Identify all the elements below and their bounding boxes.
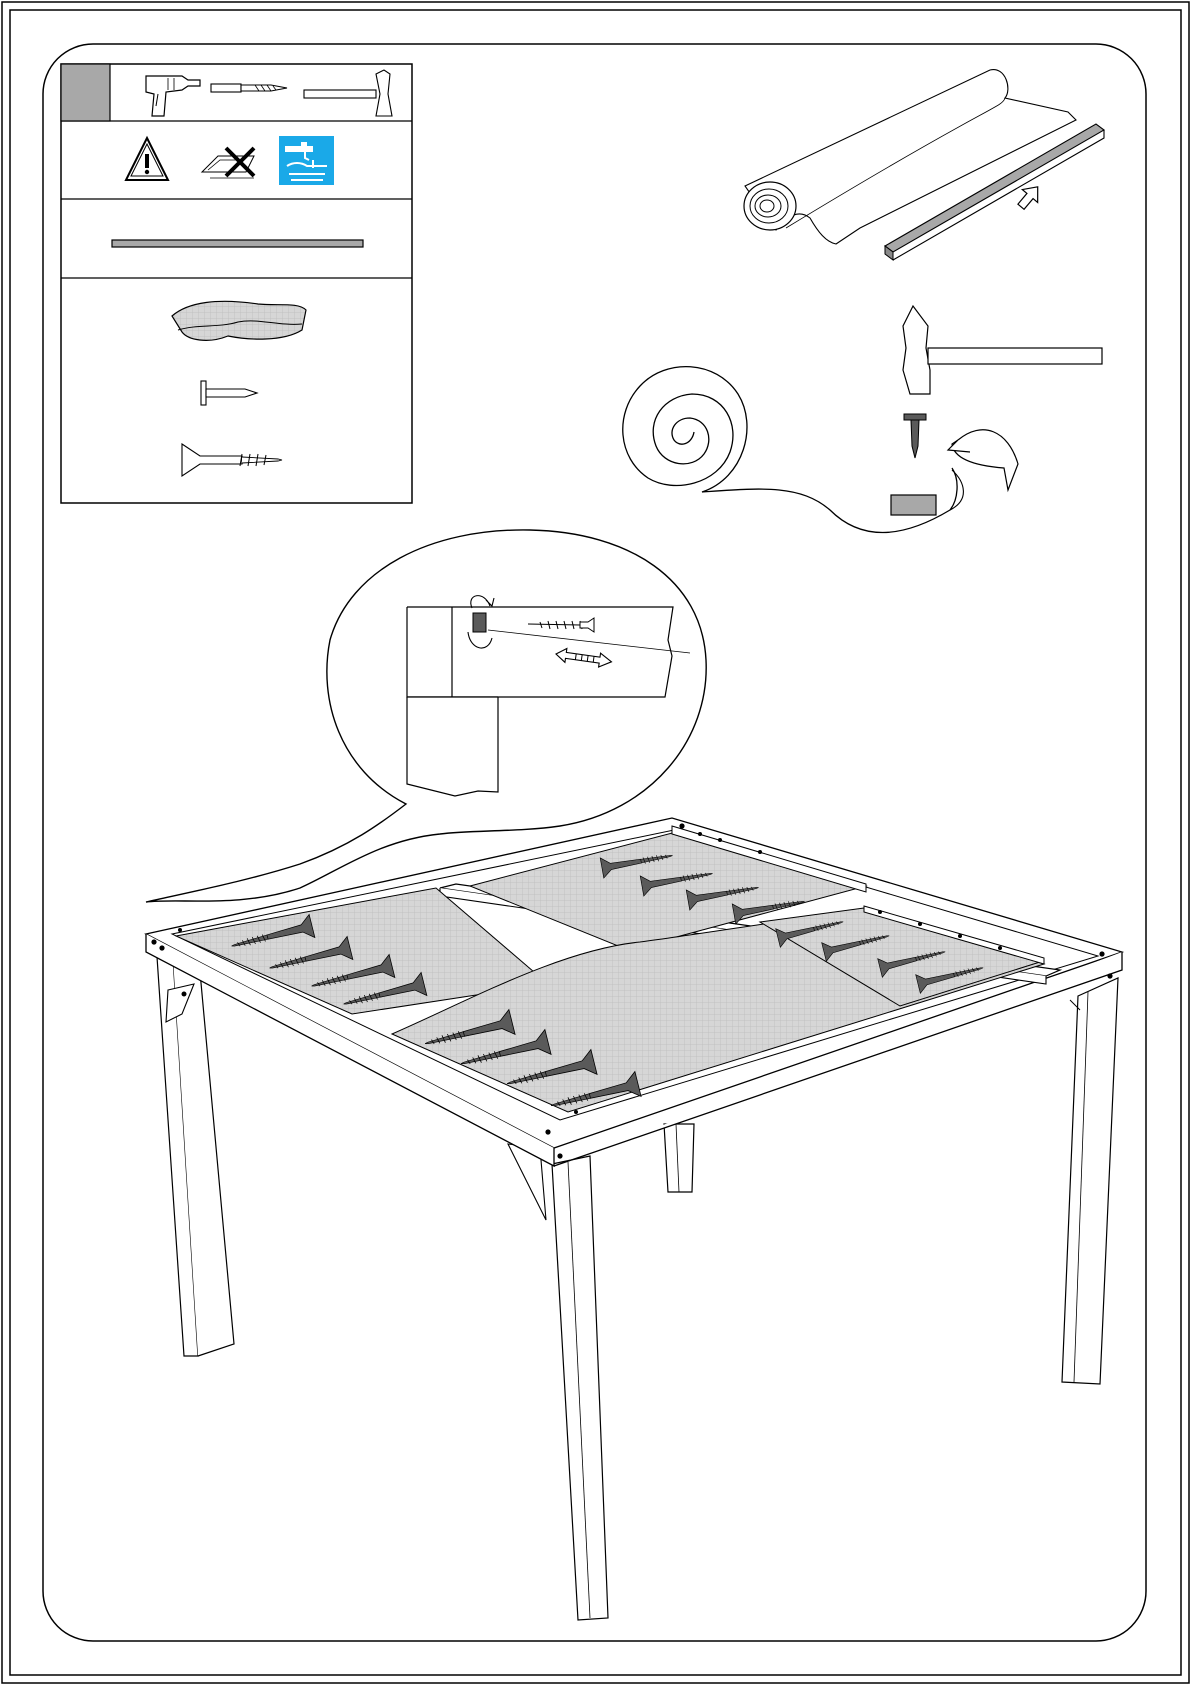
nail bbox=[904, 414, 926, 458]
water-icon bbox=[279, 136, 334, 185]
hammer bbox=[903, 306, 1102, 394]
felt-roll-step bbox=[744, 70, 1104, 260]
legend-box bbox=[61, 64, 412, 503]
frame-assembly bbox=[146, 818, 1122, 1620]
batten-strip bbox=[112, 240, 363, 247]
roofing-felt-roll bbox=[744, 70, 1076, 244]
nailing-step bbox=[623, 306, 1102, 533]
step-marker bbox=[61, 64, 110, 121]
rotate-arrow bbox=[948, 430, 1018, 490]
roofing-felt-sheet bbox=[172, 301, 306, 340]
wood-block bbox=[891, 495, 936, 515]
pointer-arrow bbox=[1013, 180, 1045, 213]
